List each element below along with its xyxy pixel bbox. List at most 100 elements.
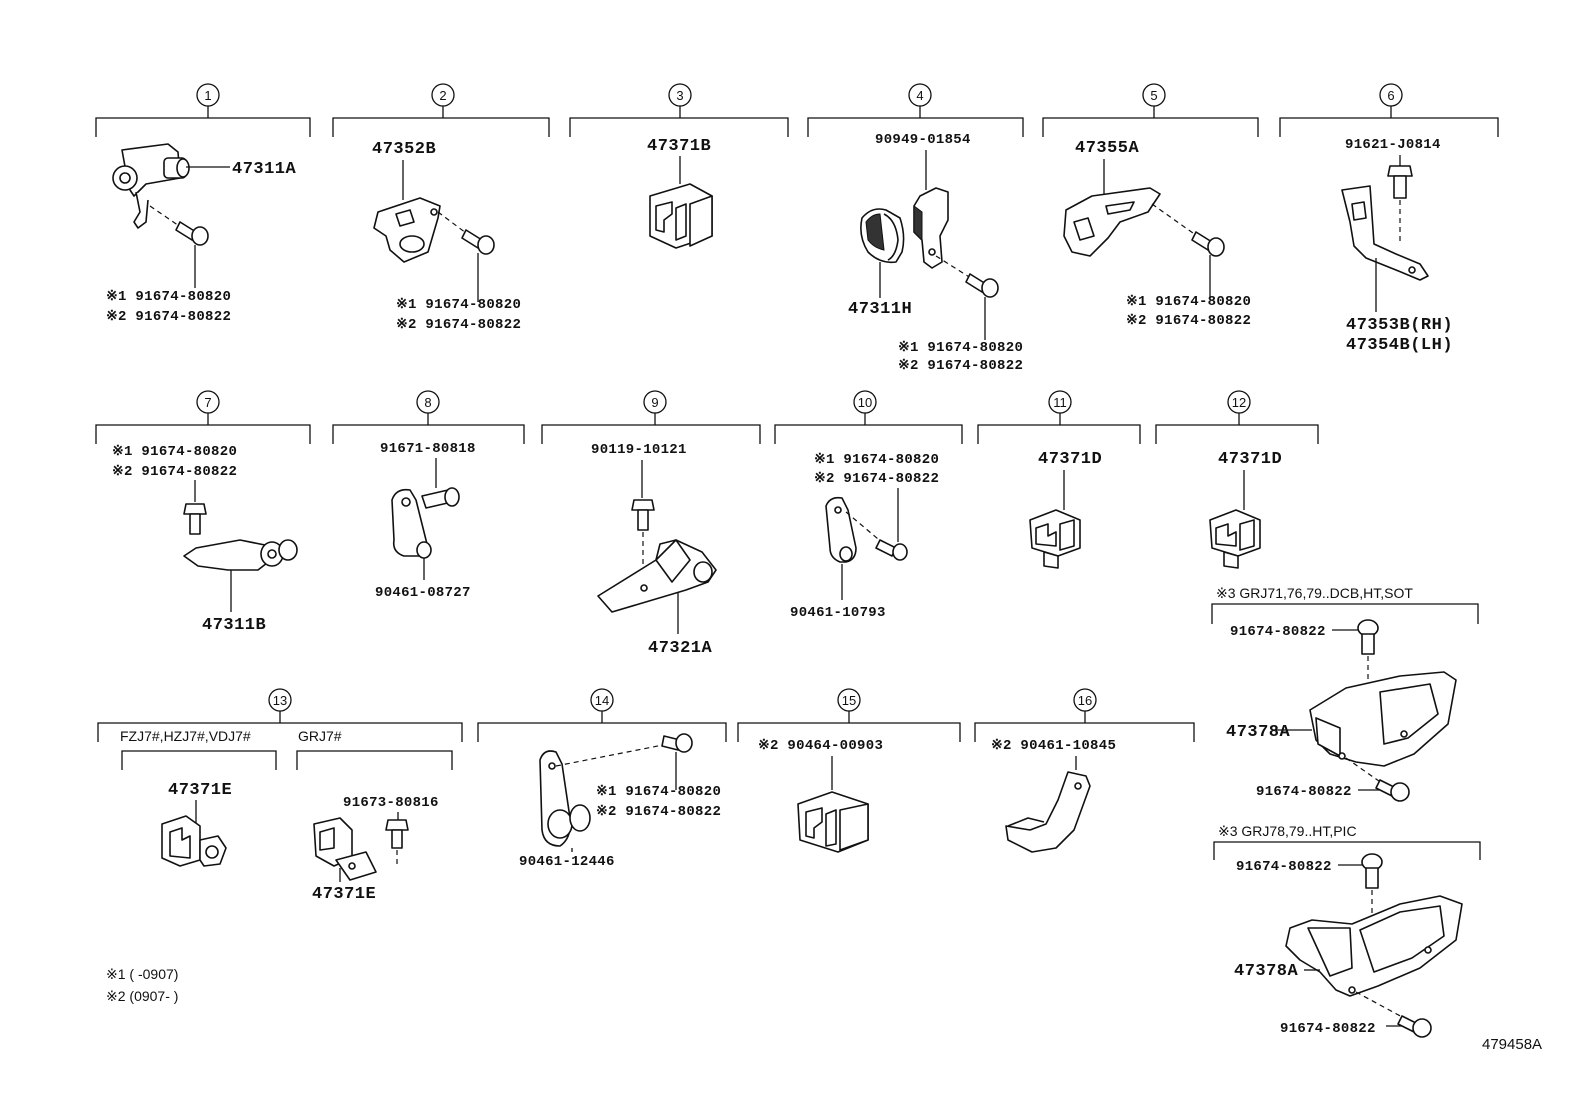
label-91671-80818: 91671-80818 [380,441,476,457]
label-90949-01854: 90949-01854 [875,132,971,148]
group-10-header: 10 [774,390,963,444]
label-47311B: 47311B [202,616,266,635]
bolt-g13-icon [385,819,409,849]
part-47371E-a-drawing [161,815,227,867]
label-47321A: 47321A [648,639,713,658]
dash-g14 [555,743,669,767]
dash-g4 [935,255,975,281]
bracket-sot [1211,603,1479,624]
group-12-number: 12 [1232,395,1246,410]
note-2: ※2 (0907- ) [106,988,178,1004]
group-11-header: 11 [977,390,1141,444]
condition-sot: ※3 GRJ71,76,79..DCB,HT,SOT [1216,585,1413,601]
part-90949-01854-drawing [913,187,949,269]
label-g1-bolt-2: ※2 91674-80822 [106,309,231,325]
bolt-pic-top-icon [1361,853,1383,889]
bolt-g5-icon [1191,231,1225,257]
bolt-g6-icon [1387,165,1413,199]
condition-pic: ※3 GRJ78,79..HT,PIC [1218,823,1357,839]
part-47378A-sot-drawing [1309,671,1457,767]
label-47371E-a: 47371E [168,781,232,800]
label-47353B: 47353B(RH) [1346,316,1453,335]
part-47371E-b-drawing [313,817,377,881]
label-91673-80816: 91673-80816 [343,795,439,811]
bolt-g9-icon [631,499,655,531]
label-47378A-sot: 47378A [1226,723,1291,742]
label-g14-bolt-1: ※1 91674-80820 [596,784,721,800]
label-pic-bolt-top: 91674-80822 [1236,859,1332,875]
part-47311B-drawing [183,539,298,571]
label-47352B: 47352B [372,140,436,159]
part-47311A-drawing [112,143,190,229]
label-g5-bolt-1: ※1 91674-80820 [1126,294,1251,310]
group-6-header: 6 [1279,83,1499,137]
group-7-header: 7 [95,390,311,444]
bolt-pic-bottom-icon [1397,1015,1432,1038]
label-g14-bolt-2: ※2 91674-80822 [596,804,721,820]
label-90461-12446: 90461-12446 [519,854,615,870]
group-12-header: 12 [1155,390,1319,444]
label-47371D-12: 47371D [1218,450,1282,469]
group-10-number: 10 [858,395,872,410]
dash-g5 [1151,203,1201,239]
label-g2-bolt-1: ※1 91674-80820 [396,297,521,313]
part-47352B-drawing [373,197,441,263]
bolt-g7-icon [183,503,207,535]
group-16-number: 16 [1078,693,1092,708]
diagram-reference: 479458A [1482,1036,1542,1053]
group-5-number: 5 [1150,88,1157,103]
part-90461-12446-drawing [539,750,591,847]
label-91621-J0814: 91621-J0814 [1345,137,1441,153]
group-14-number: 14 [595,693,609,708]
part-90464-00903-drawing [797,791,869,853]
group-15-number: 15 [842,693,856,708]
bolt-g10-icon [875,539,908,561]
note-1: ※1 ( -0907) [106,966,178,982]
label-sot-bolt-top: 91674-80822 [1230,624,1326,640]
part-90461-10793-drawing [825,496,857,563]
group-4-number: 4 [916,88,923,103]
bolt-g1-icon [175,221,209,246]
dash-g1 [149,205,186,231]
label-g10-bolt-2: ※2 91674-80822 [814,471,939,487]
label-g4-bolt-1: ※1 91674-80820 [898,340,1023,356]
bracket-pic [1213,841,1481,860]
group-1-number: 1 [204,88,211,103]
label-sot-bolt-bottom: 91674-80822 [1256,784,1352,800]
condition-grj: GRJ7# [298,728,342,744]
part-90461-10845-drawing [1005,771,1091,853]
label-g5-bolt-2: ※2 91674-80822 [1126,313,1251,329]
part-90461-08727-drawing [391,488,432,559]
part-47371D-11-drawing [1029,509,1081,569]
bolt-sot-bottom-icon [1375,779,1410,802]
dash-g2 [437,211,471,237]
part-47321A-drawing [597,539,717,613]
label-pic-bolt-bottom: 91674-80822 [1280,1021,1376,1037]
part-47378A-pic-drawing [1285,895,1463,997]
group-7-number: 7 [204,395,211,410]
bolt-g8-icon [421,487,460,509]
label-47354B: 47354B(LH) [1346,336,1453,355]
bolt-g14-icon [661,733,693,753]
group-3-number: 3 [676,88,683,103]
bolt-g2-icon [461,229,495,255]
label-47311A: 47311A [232,160,297,179]
label-47371D-11: 47371D [1038,450,1102,469]
part-47371B-drawing [649,183,713,249]
group-16-header: 16 [974,688,1195,742]
label-g1-bolt-1: ※1 91674-80820 [106,289,231,305]
bolt-sot-top-icon [1357,619,1379,655]
label-90461-10845: ※2 90461-10845 [991,738,1116,754]
label-g7-bolt-1: ※1 91674-80820 [112,444,237,460]
part-47311H-drawing [860,208,905,264]
group-4-header: 4 [807,83,1024,137]
label-47371B: 47371B [647,137,711,156]
group-14-header: 14 [477,688,727,742]
dash-pic-bot [1355,991,1405,1019]
group-11-number: 11 [1053,395,1067,410]
group-2-number: 2 [439,88,446,103]
bolt-g4-icon [965,273,999,298]
group-8-header: 8 [332,390,525,444]
part-47355A-drawing [1063,187,1161,257]
